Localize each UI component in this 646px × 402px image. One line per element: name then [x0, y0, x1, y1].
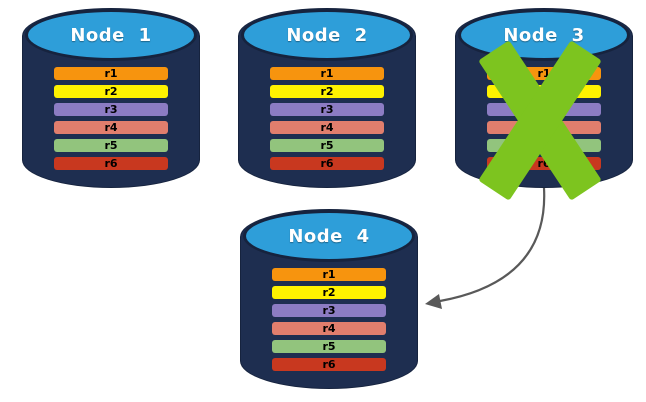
- replica-label: r6: [537, 157, 551, 170]
- replica-bar: r3: [54, 103, 168, 116]
- replica-label: r2: [537, 85, 551, 98]
- replica-bar: r1: [54, 67, 168, 80]
- node-2-cylinder-top: Node 2: [241, 9, 413, 61]
- replica-bar: r6: [272, 358, 386, 371]
- replica-bar: r6: [487, 157, 601, 170]
- replica-label: r4: [104, 121, 118, 134]
- replica-bar: r5: [272, 340, 386, 353]
- replica-bar: r2: [272, 286, 386, 299]
- node-1-cylinder-top: Node 1: [25, 9, 197, 61]
- replica-bar: r2: [487, 85, 601, 98]
- replica-bar: r6: [54, 157, 168, 170]
- node-2-replica-list: r1 r2 r3 r4 r5 r6: [270, 67, 384, 175]
- replica-label: r2: [104, 85, 118, 98]
- replica-bar: r5: [487, 139, 601, 152]
- node-3-replica-list: r1 r2 r3 r4 r5 r6: [487, 67, 601, 175]
- node-1-replica-list: r1 r2 r3 r4 r5 r6: [54, 67, 168, 175]
- replica-bar: r2: [54, 85, 168, 98]
- replica-label: r4: [320, 121, 334, 134]
- replica-label: r3: [322, 304, 336, 317]
- node-3: Node 3 r1 r2 r3 r4 r5 r6: [455, 8, 633, 201]
- replica-label: r2: [320, 85, 334, 98]
- node-1: Node 1 r1 r2 r3 r4 r5 r6: [22, 8, 200, 188]
- replica-bar: r4: [487, 121, 601, 134]
- replica-bar: r4: [272, 322, 386, 335]
- replica-label: r6: [322, 358, 336, 371]
- node-4-title: Node 4: [288, 225, 370, 247]
- node-4: Node 4 r1 r2 r3 r4 r5 r6: [240, 209, 418, 389]
- replica-label: r1: [537, 67, 551, 80]
- replica-label: r6: [104, 157, 118, 170]
- replica-label: r5: [104, 139, 118, 152]
- replica-bar: r3: [487, 103, 601, 116]
- replica-label: r3: [320, 103, 334, 116]
- replica-bar: r1: [487, 67, 601, 80]
- replica-bar: r4: [54, 121, 168, 134]
- node-3-cylinder-top: Node 3: [458, 9, 630, 61]
- replica-bar: r6: [270, 157, 384, 170]
- node-2: Node 2 r1 r2 r3 r4 r5 r6: [238, 8, 416, 188]
- replica-label: r3: [104, 103, 118, 116]
- arrow-curve: [439, 187, 546, 303]
- node-4-cylinder-top: Node 4: [243, 210, 415, 262]
- replica-label: r2: [322, 286, 336, 299]
- replica-bar: r1: [272, 268, 386, 281]
- replica-label: r3: [537, 103, 551, 116]
- node-2-title: Node 2: [286, 24, 368, 46]
- replica-label: r1: [322, 268, 336, 281]
- replica-bar: r5: [54, 139, 168, 152]
- node-4-replica-list: r1 r2 r3 r4 r5 r6: [272, 268, 386, 376]
- replica-bar: r4: [270, 121, 384, 134]
- replica-label: r1: [104, 67, 118, 80]
- replica-bar: r3: [272, 304, 386, 317]
- replica-label: r5: [320, 139, 334, 152]
- arrow-head: [425, 294, 442, 309]
- replica-label: r1: [320, 67, 334, 80]
- replica-label: r6: [320, 157, 334, 170]
- replica-label: r4: [537, 121, 551, 134]
- node-3-title: Node 3: [503, 24, 585, 46]
- replica-bar: r1: [270, 67, 384, 80]
- replica-label: r5: [537, 139, 551, 152]
- replica-label: r5: [322, 340, 336, 353]
- replica-bar: r2: [270, 85, 384, 98]
- node-1-title: Node 1: [70, 24, 152, 46]
- replica-bar: r5: [270, 139, 384, 152]
- replica-label: r4: [322, 322, 336, 335]
- replica-bar: r3: [270, 103, 384, 116]
